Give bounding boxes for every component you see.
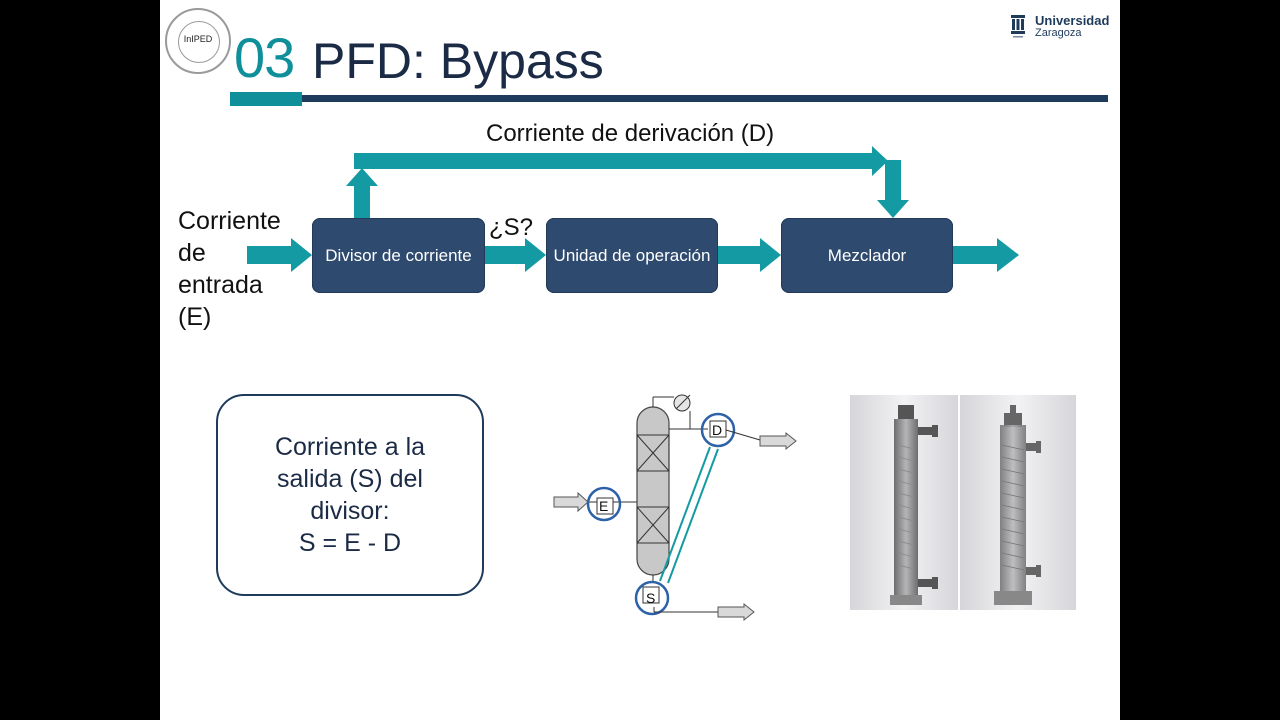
equation-box: Corriente a la salida (S) del divisor: S… (216, 394, 484, 596)
mixer-block: Mezclador (781, 218, 953, 293)
section-number-underline (230, 92, 302, 106)
title-rule (302, 95, 1108, 102)
splitter-block: Divisor de corriente (312, 218, 485, 293)
university-name: Universidad (1035, 13, 1110, 28)
split-up-arrow (346, 168, 378, 218)
flow-arrows (247, 146, 1019, 272)
equation-line-4: S = E - D (298, 529, 402, 557)
column-3d-renders (850, 395, 1076, 610)
input-stream-label: Corriente de entrada (E) (178, 207, 281, 331)
column-body (636, 406, 670, 576)
render-column-right (994, 405, 1041, 605)
bypass-down-arrow (877, 160, 909, 218)
slide: InIPED 03 PFD: Bypass Universidad Zarago… (160, 0, 1120, 720)
stream-s-highlight (634, 580, 670, 616)
render-column-left (890, 405, 938, 605)
stream-s-label: S (646, 590, 655, 606)
slide-title: PFD: Bypass (312, 33, 604, 89)
bottoms-outlet-arrow (717, 602, 755, 622)
bypass-arrow (354, 146, 888, 176)
distillation-column-schematic: D E S (553, 394, 797, 622)
bypass-stream-label: Corriente de derivación (D) (486, 120, 775, 147)
feed-inlet-arrow (553, 491, 589, 513)
institute-seal-icon: InIPED (165, 8, 231, 74)
split-to-unit-arrow (485, 238, 546, 272)
stream-d-label: D (712, 422, 722, 438)
university-crest-icon (1011, 15, 1025, 38)
output-arrow (953, 238, 1019, 272)
university-city: Zaragoza (1035, 27, 1082, 39)
distillate-outlet-arrow (759, 431, 797, 451)
equation-line-1: Corriente a la (274, 433, 426, 461)
section-number: 03 (234, 26, 295, 89)
equation-line-3: divisor: (310, 497, 390, 525)
unknown-stream-label: ¿S? (489, 214, 534, 241)
stream-e-label: E (599, 498, 608, 514)
stream-d-highlight (700, 412, 736, 448)
logo-abbreviation: InIPED (183, 34, 213, 44)
unit-operation-block: Unidad de operación (546, 218, 718, 293)
equation-line-2: salida (S) del (277, 465, 423, 493)
unit-to-mixer-arrow (718, 238, 781, 272)
input-arrow (247, 238, 312, 272)
stream-e-highlight (586, 486, 622, 522)
